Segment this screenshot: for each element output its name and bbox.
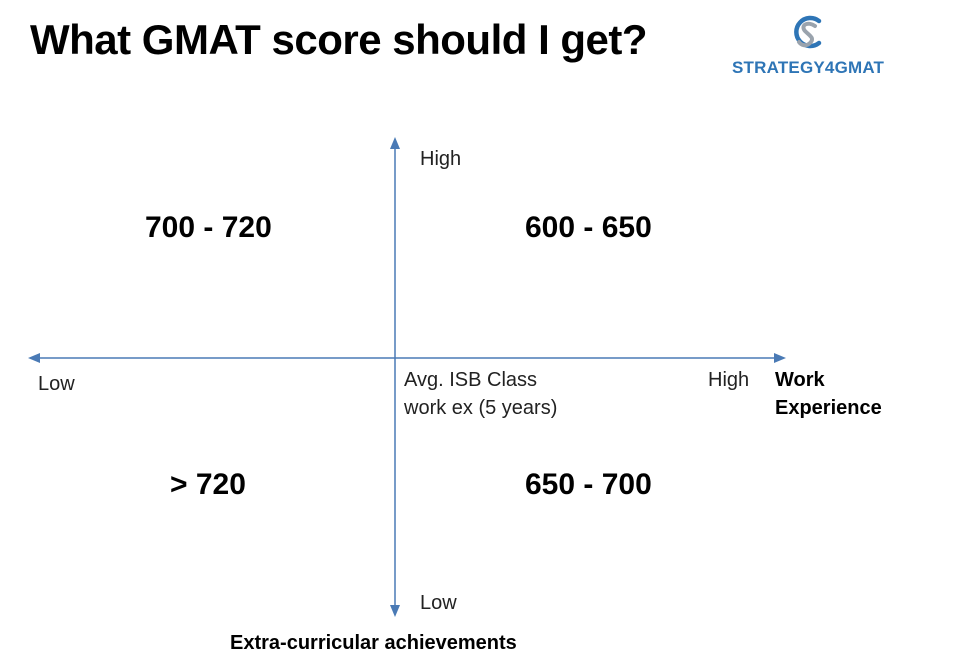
center-note: Avg. ISB Class work ex (5 years) <box>404 366 557 422</box>
slide-title: What GMAT score should I get? <box>30 16 648 63</box>
quadrant-bottom-right-score: 650 - 700 <box>525 468 652 501</box>
horizontal-axis-arrow-right <box>774 353 786 363</box>
center-note-line2: work ex (5 years) <box>404 397 558 419</box>
strategy4gmat-logo: STRATEGY4GMAT <box>730 12 890 82</box>
horizontal-axis-title-line1: Work <box>775 369 825 391</box>
horizontal-axis-arrow-left <box>28 353 40 363</box>
vertical-axis-title: Extra-curricular achievements <box>230 632 517 654</box>
horizontal-axis-title: Work Experience <box>775 366 882 422</box>
logo-text-4: 4 <box>824 58 835 77</box>
quadrant-top-right-score: 600 - 650 <box>525 211 652 244</box>
horizontal-axis-low-label: Low <box>38 373 75 395</box>
vertical-axis-high-label: High <box>420 148 462 170</box>
logo-text-gmat: GMAT <box>834 58 885 77</box>
logo-s-mark-icon <box>794 15 822 49</box>
quadrant-bottom-left-score: > 720 <box>170 468 246 501</box>
center-note-line1: Avg. ISB Class <box>404 369 538 391</box>
horizontal-axis-high-label: High <box>708 369 750 391</box>
logo-text-strategy: STRATEGY <box>732 58 825 77</box>
vertical-axis-low-label: Low <box>420 592 457 614</box>
vertical-axis-arrow-up <box>390 137 400 149</box>
quadrant-top-left-score: 700 - 720 <box>145 211 272 244</box>
vertical-axis-arrow-down <box>390 605 400 617</box>
logo-wordmark: STRATEGY4GMAT <box>732 58 884 78</box>
horizontal-axis-title-line2: Experience <box>775 397 882 419</box>
